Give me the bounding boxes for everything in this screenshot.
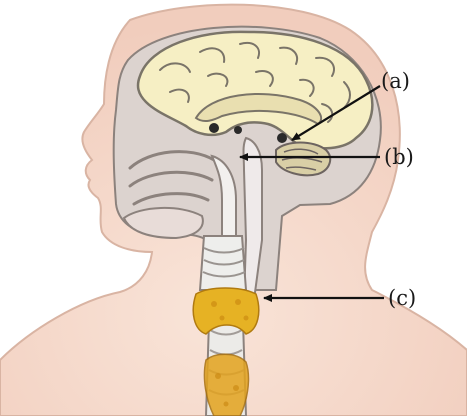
thymus [204, 354, 248, 416]
label-a: (a) [381, 69, 410, 93]
label-c: (c) [388, 286, 416, 310]
pituitary-gland [209, 123, 219, 133]
label-b: (b) [384, 145, 414, 169]
pineal-gland [277, 133, 287, 143]
hypothalamus [234, 126, 242, 134]
